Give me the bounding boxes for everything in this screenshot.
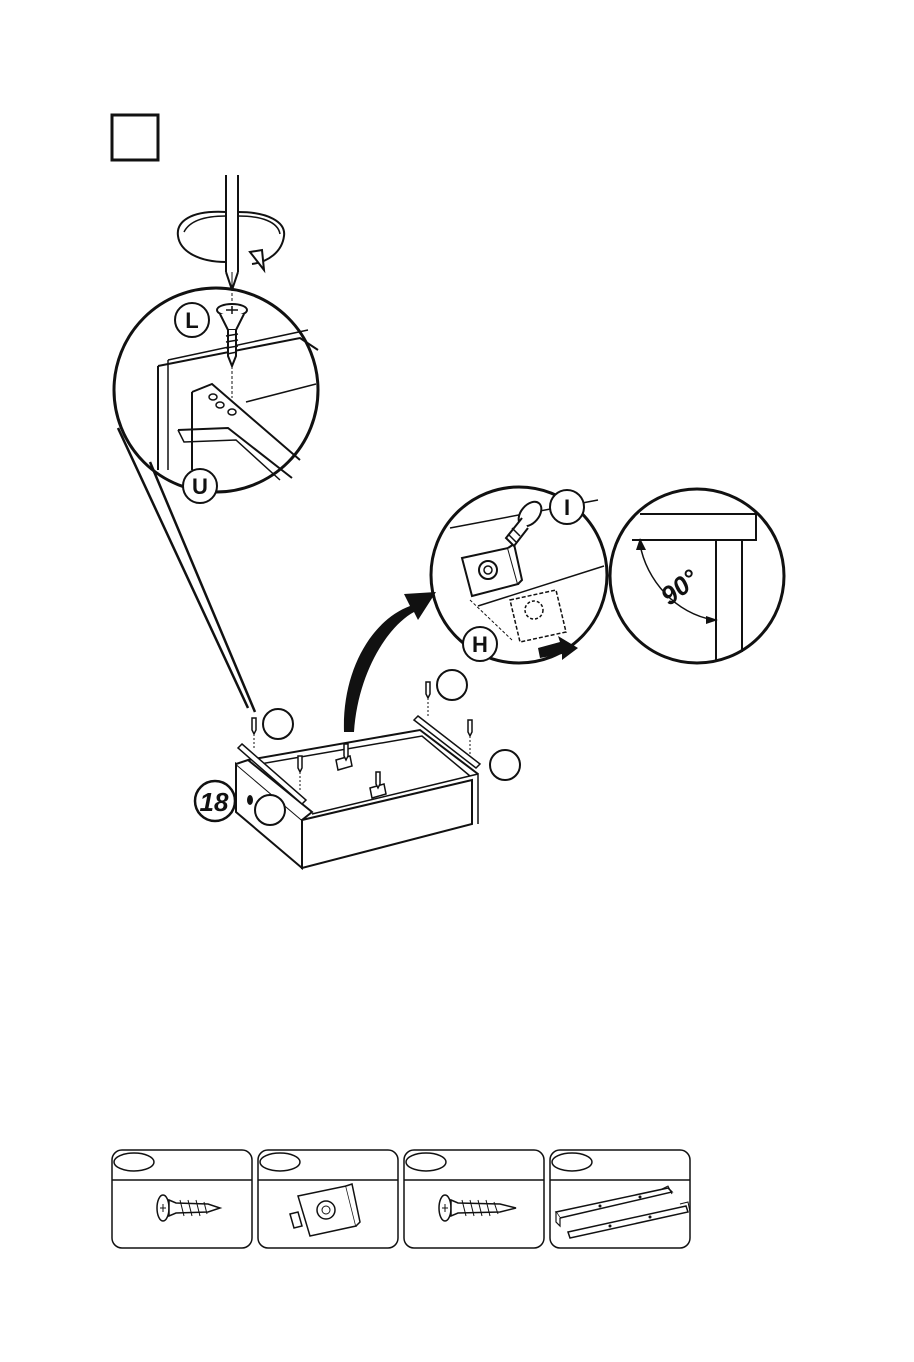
step-number-box: [112, 115, 158, 160]
rotation-arrow-icon: [178, 212, 284, 270]
bracket-screw-label: I: [564, 495, 570, 520]
part-callout-circle: [437, 670, 467, 700]
screw-label: L: [185, 308, 198, 333]
parts-legend: [112, 1150, 690, 1248]
bracket-label-circle: H: [463, 627, 497, 661]
legend-card: [550, 1150, 690, 1248]
part-callout-circle: [490, 750, 520, 780]
rail-label: U: [192, 474, 208, 499]
screwdriver-icon: [226, 175, 238, 290]
screw-label-circle: L: [175, 303, 209, 337]
detail-circle-rail-screw: L U: [114, 288, 318, 712]
bracket-screw-label-circle: I: [550, 490, 584, 524]
detail-circle-bracket: I H: [431, 487, 607, 663]
part-number: 18: [200, 787, 229, 817]
pointer-arrow-icon: [344, 592, 436, 732]
part-callout-circle: [255, 795, 285, 825]
legend-card: [112, 1150, 252, 1248]
rail-label-circle: U: [183, 469, 217, 503]
part-number-circle: 18: [195, 781, 235, 821]
legend-card: [258, 1150, 398, 1248]
bracket-label: H: [472, 632, 488, 657]
part-callout-circle: [263, 709, 293, 739]
detail-circle-right-angle: 90°: [610, 489, 784, 663]
legend-card: [404, 1150, 544, 1248]
